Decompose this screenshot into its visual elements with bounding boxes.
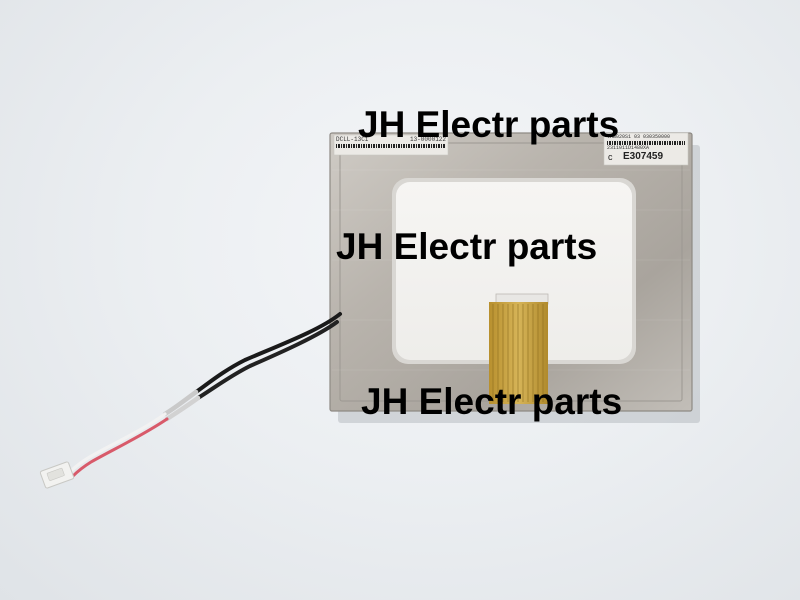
right-sticker-text: TAB020S1 03 030350000 2311011D1480XA — [607, 135, 685, 151]
right-barcode — [607, 141, 685, 145]
watermark-middle: JH Electr parts — [336, 226, 598, 267]
connector-plug — [39, 461, 75, 489]
cert-code: E307459 — [623, 151, 664, 162]
backlight-wires — [68, 312, 342, 478]
flex-cable — [489, 293, 549, 404]
left-barcode — [336, 144, 446, 148]
left-sticker-serial: 13-0000122 — [409, 136, 446, 143]
cert-mark-icon: c — [608, 152, 613, 162]
right-sticker-line1: TAB020S1 03 030350000 — [607, 134, 671, 140]
left-sticker-text: DCLL-13C1 13-0000122 — [336, 137, 446, 149]
lcd-screen — [392, 178, 636, 364]
watermark-bottom: JH Electr parts — [361, 381, 623, 422]
right-sticker-line2: 2311011D1480XA — [607, 145, 650, 151]
right-sticker — [603, 132, 689, 166]
left-sticker-model: DCLL-13C1 — [336, 136, 369, 143]
watermark-top: JH Electr parts — [358, 104, 620, 145]
